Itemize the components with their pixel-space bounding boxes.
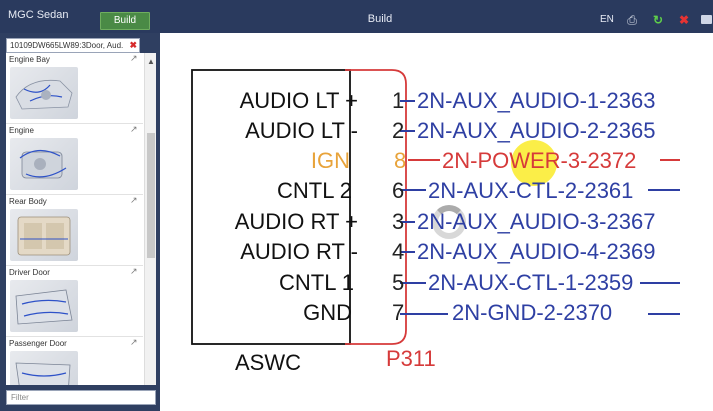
list-item-label: Engine Bay [9,55,50,64]
filter-input[interactable]: Filter [6,390,156,405]
pin-label: AUDIO RT - [240,239,358,264]
list-item-engine[interactable]: Engine ↗ [6,124,143,195]
pin-number: 4 [392,239,405,264]
rear-body-thumbnail [10,209,78,261]
engine-thumbnail [10,138,78,190]
pin-label: IGN [310,148,350,173]
expand-icon[interactable]: ↗ [130,195,138,205]
pin-label: CNTL 1 [279,270,354,295]
top-bar: MGC Sedan Build Build EN ⎙ ↻ ✖ [0,0,713,33]
cursor-highlight [511,140,557,186]
wiring-diagram: AUDIO LT + AUDIO LT - IGN CNTL 2 AUDIO R… [160,33,713,411]
connector-name: P311 [386,346,436,371]
pin-number: 6 [392,178,405,203]
refresh-icon[interactable]: ↻ [652,13,664,27]
wire-label[interactable]: 2N-GND-2-2370 [452,300,613,325]
pin-label: AUDIO LT - [245,118,358,143]
list-item-passenger-door[interactable]: Passenger Door ↗ [6,337,143,385]
wire-label[interactable]: 2N-AUX_AUDIO-1-2363 [417,88,656,113]
close-icon[interactable]: ✖ [678,13,690,27]
pin-label: GND [303,300,352,325]
wire-label[interactable]: 2N-AUX_AUDIO-3-2367 [417,209,656,234]
pin-number: 7 [392,300,405,325]
print-icon[interactable]: ⎙ [627,13,637,27]
connector-outline [345,69,407,345]
list-item-label: Driver Door [9,268,50,277]
pin-number: 1 [392,88,405,113]
remove-tag-icon[interactable]: ✖ [129,40,137,50]
language-selector[interactable]: EN [600,14,614,25]
window-icon[interactable] [700,13,713,27]
expand-icon[interactable]: ↗ [130,124,138,134]
list-item-rear-body[interactable]: Rear Body ↗ [6,195,143,266]
pin-label: CNTL 2 [277,178,352,203]
search-tag[interactable]: 10109DW665LW89:3Door, Aud. ✖ [6,38,140,53]
build-button[interactable]: Build [100,12,150,30]
sidebar: 10109DW665LW89:3Door, Aud. ✖ Engine Bay … [0,33,160,411]
loading-spinner [432,205,466,239]
pin-number: 2 [392,118,405,143]
search-tag-text: 10109DW665LW89:3Door, Aud. [10,41,124,50]
wire-label[interactable]: 2N-AUX_AUDIO-2-2365 [417,118,656,143]
pin-number: 5 [392,270,405,295]
list-item-label: Rear Body [9,197,47,206]
location-list: Engine Bay ↗ Engine ↗ Rear Body ↗ [6,53,156,385]
list-scrollbar[interactable]: ▲ [144,53,156,385]
passenger-door-thumbnail [10,351,78,385]
pin-label: AUDIO RT + [234,209,358,234]
expand-icon[interactable]: ↗ [130,337,138,347]
list-item-label: Engine [9,126,34,135]
pin-label: AUDIO LT + [239,88,358,113]
wire-label[interactable]: 2N-AUX-CTL-1-2359 [428,270,634,295]
component-box [191,69,351,345]
wire-label[interactable]: 2N-POWER-3-2372 [442,148,637,173]
pin-number: 8 [394,148,407,173]
app-title: MGC Sedan [8,9,69,21]
expand-icon[interactable]: ↗ [130,266,138,276]
wire-label[interactable]: 2N-AUX-CTL-2-2361 [428,178,634,203]
component-name: ASWC [235,350,301,375]
driver-door-thumbnail [10,280,78,332]
expand-icon[interactable]: ↗ [130,53,138,63]
wire-label[interactable]: 2N-AUX_AUDIO-4-2369 [417,239,656,264]
list-item-driver-door[interactable]: Driver Door ↗ [6,266,143,337]
scroll-thumb[interactable] [147,133,155,258]
pin-number: 3 [392,209,405,234]
engine-bay-thumbnail [10,67,78,119]
scroll-up-icon[interactable]: ▲ [147,57,155,66]
list-item-engine-bay[interactable]: Engine Bay ↗ [6,53,143,124]
list-item-label: Passenger Door [9,339,67,348]
view-title: Build [367,13,393,25]
